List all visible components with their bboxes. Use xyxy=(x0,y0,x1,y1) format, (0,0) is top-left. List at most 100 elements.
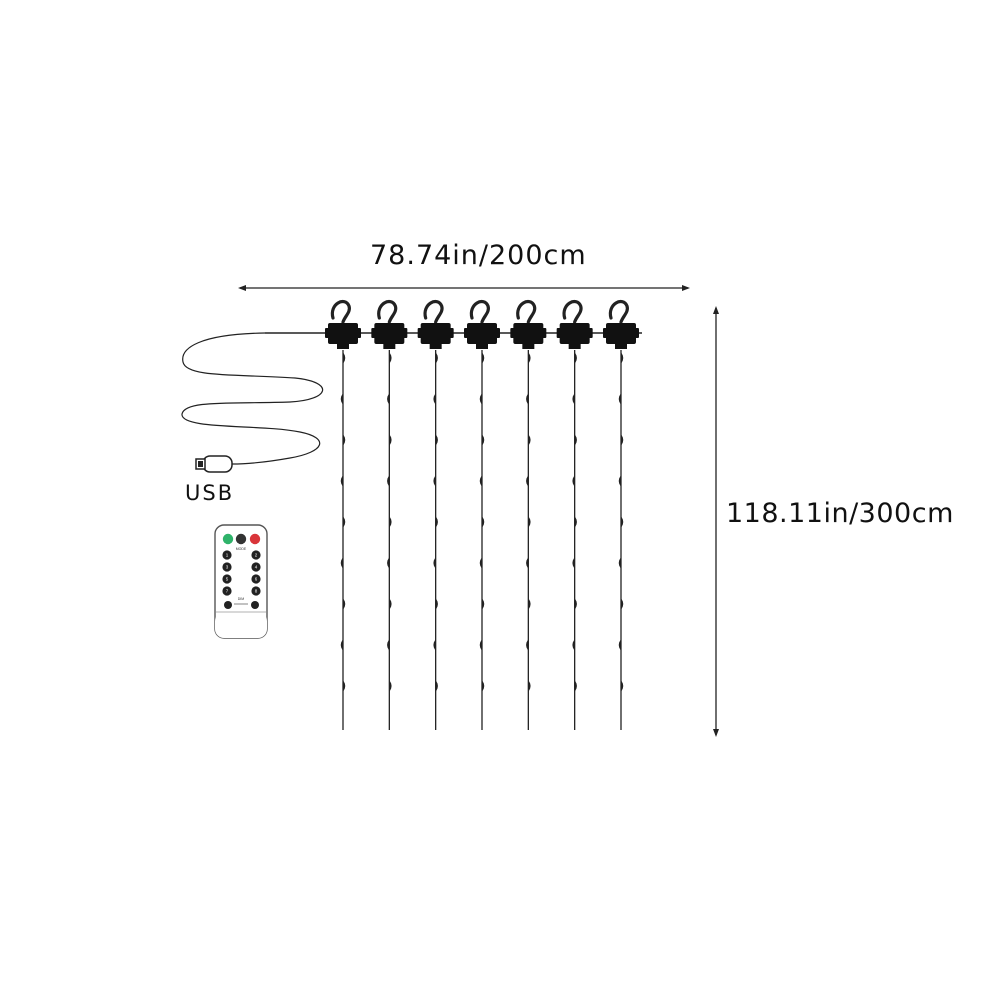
hook-icon xyxy=(464,300,500,349)
led-bulb xyxy=(387,557,390,569)
remote-number-label: 7 xyxy=(226,589,229,594)
led-bulb xyxy=(387,639,390,651)
led-bulb xyxy=(574,680,577,692)
led-bulb xyxy=(572,393,576,405)
remote-number-label: 3 xyxy=(226,565,229,570)
led-bulb xyxy=(340,393,344,405)
led-bulb xyxy=(387,475,390,487)
led-bulb xyxy=(574,434,577,446)
led-bulb xyxy=(618,475,622,487)
remote-number-button xyxy=(251,574,261,584)
led-bulb xyxy=(388,516,392,528)
led-bulb xyxy=(526,557,529,569)
led-bulb xyxy=(618,639,622,651)
led-bulb xyxy=(433,475,437,487)
light-strand xyxy=(387,350,392,730)
led-bulb xyxy=(620,680,624,692)
led-bulb xyxy=(527,434,531,446)
led-bulb xyxy=(435,516,438,528)
remote-number-label: 2 xyxy=(255,553,258,558)
led-bulb xyxy=(387,393,390,405)
remote-number-button xyxy=(251,550,261,560)
led-bulb xyxy=(388,680,392,692)
remote-number-button xyxy=(251,562,261,572)
hook-icon xyxy=(325,300,361,349)
remote-mode-label: MODE xyxy=(236,547,247,551)
led-bulb xyxy=(388,598,392,610)
led-bulb xyxy=(479,475,483,487)
hook-icon xyxy=(603,300,639,349)
remote-number-button xyxy=(222,562,232,572)
led-bulb xyxy=(342,352,346,364)
led-bulb xyxy=(572,639,576,651)
width-dimension-label: 78.74in/200cm xyxy=(370,240,587,271)
remote-dim-label: DIM xyxy=(238,597,245,601)
light-strands xyxy=(325,300,639,730)
light-strand xyxy=(526,350,531,730)
led-bulb xyxy=(527,516,531,528)
timer-icon xyxy=(235,533,247,545)
led-bulb xyxy=(526,475,529,487)
light-strand xyxy=(618,350,624,730)
led-bulb xyxy=(433,639,437,651)
led-bulb xyxy=(435,434,438,446)
led-bulb xyxy=(481,516,485,528)
usb-cable xyxy=(181,332,324,465)
led-bulb xyxy=(574,516,577,528)
led-bulb xyxy=(620,352,624,364)
led-bulb xyxy=(435,598,438,610)
remote-number-button xyxy=(222,586,232,596)
led-bulb xyxy=(435,352,438,364)
led-bulb xyxy=(572,557,576,569)
remote-number-label: 8 xyxy=(255,589,258,594)
remote-number-button xyxy=(222,550,232,560)
hook-icon xyxy=(417,300,454,349)
led-bulb xyxy=(574,352,577,364)
usb-plug-icon xyxy=(195,455,233,473)
led-bulb xyxy=(526,639,529,651)
led-bulb xyxy=(479,639,483,651)
light-strand xyxy=(433,350,438,730)
led-bulb xyxy=(342,598,346,610)
led-bulb xyxy=(527,598,531,610)
light-strand xyxy=(340,350,346,730)
led-bulb xyxy=(526,393,529,405)
led-bulb xyxy=(527,680,531,692)
led-bulb xyxy=(527,352,531,364)
hook-icon xyxy=(510,300,547,349)
led-bulb xyxy=(481,598,485,610)
height-dimension-label: 118.11in/300cm xyxy=(726,498,954,529)
led-bulb xyxy=(433,393,437,405)
led-bulb xyxy=(620,598,624,610)
light-strand xyxy=(479,350,485,730)
led-bulb xyxy=(340,639,344,651)
led-bulb xyxy=(342,680,346,692)
remote-number-label: 1 xyxy=(226,553,229,558)
led-bulb xyxy=(572,475,576,487)
remote-dim-buttons xyxy=(224,601,259,609)
power-off-icon xyxy=(249,533,261,545)
height-dimension-arrow xyxy=(713,306,719,737)
led-bulb xyxy=(620,516,624,528)
power-on-icon xyxy=(222,533,234,545)
led-bulb xyxy=(481,434,485,446)
led-bulb xyxy=(618,393,622,405)
width-dimension-arrow xyxy=(238,285,690,291)
led-bulb xyxy=(340,475,344,487)
hook-icon xyxy=(371,300,408,349)
remote-number-label: 4 xyxy=(255,565,258,570)
remote-number-label: 5 xyxy=(226,577,229,582)
led-bulb xyxy=(479,557,483,569)
led-bulb xyxy=(481,680,485,692)
led-bulb xyxy=(479,393,483,405)
led-bulb xyxy=(433,557,437,569)
led-bulb xyxy=(435,680,438,692)
led-bulb xyxy=(574,598,577,610)
led-bulb xyxy=(481,352,485,364)
led-bulb xyxy=(388,352,392,364)
led-bulb xyxy=(340,557,344,569)
